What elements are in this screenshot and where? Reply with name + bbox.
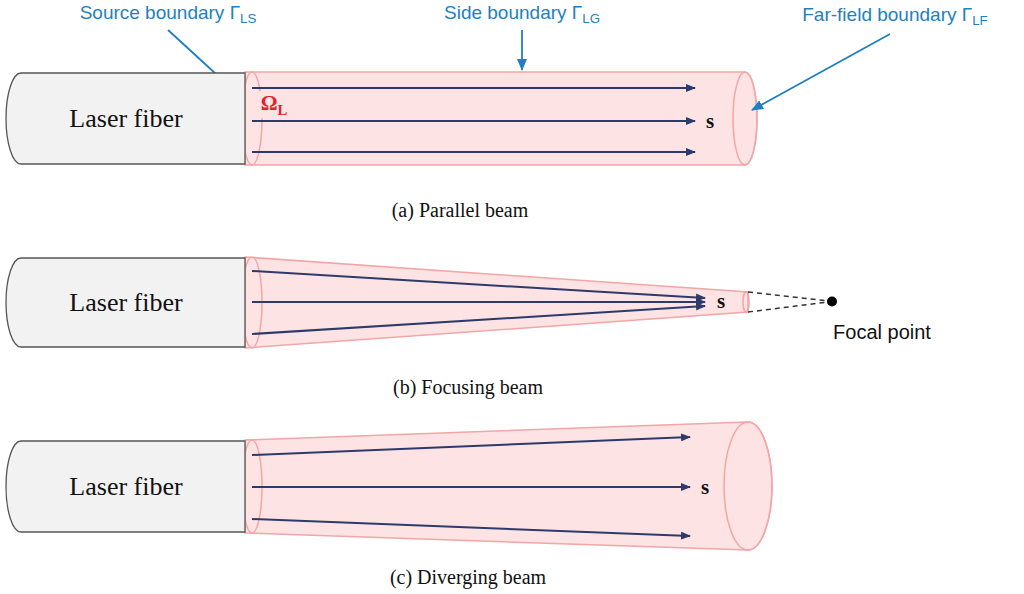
caption-label-text: (c) Diverging beam	[390, 566, 546, 588]
diverging-beam	[242, 422, 772, 550]
direction-symbol-text: s	[717, 289, 725, 313]
caption-label: (b) Focusing beam	[393, 376, 543, 399]
boundary-label: Source boundary ΓLS	[80, 2, 257, 26]
caption-label-text: (b) Focusing beam	[393, 376, 543, 398]
laser-fiber: Laser fiber	[5, 440, 247, 533]
fiber-label: Laser fiber	[69, 472, 182, 502]
direction-symbol: s	[706, 109, 714, 134]
caption-label-text: (a) Parallel beam	[392, 199, 529, 221]
parallel-beam	[242, 72, 757, 165]
subscript: L	[278, 102, 288, 118]
laser-fiber: Laser fiber	[5, 72, 247, 165]
boundary-label: Far-field boundary ΓLF	[802, 4, 987, 28]
subscript: LG	[582, 11, 600, 26]
boundary-label: Side boundary ΓLG	[444, 2, 600, 26]
boundary-label-text: Side boundary Γ	[444, 2, 582, 23]
boundary-label-text: Far-field boundary Γ	[802, 4, 972, 25]
direction-symbol-text: s	[701, 475, 709, 499]
domain-symbol-text: Ω	[261, 91, 278, 115]
domain-symbol: ΩL	[259, 91, 290, 118]
fiber-label: Laser fiber	[69, 104, 182, 134]
subscript: LS	[240, 11, 256, 26]
boundary-label-text: Source boundary Γ	[80, 2, 240, 23]
direction-symbol: s	[717, 289, 725, 314]
focal-point-label-text: Focal point	[833, 321, 931, 343]
caption-label: (c) Diverging beam	[390, 566, 546, 589]
subscript: LF	[972, 13, 988, 28]
focal-point-label: Focal point	[833, 321, 931, 344]
fiber-label: Laser fiber	[69, 288, 182, 318]
direction-symbol-text: s	[706, 109, 714, 133]
laser-fiber: Laser fiber	[5, 257, 247, 348]
caption-label: (a) Parallel beam	[392, 199, 529, 222]
focusing-beam	[242, 257, 837, 348]
direction-symbol: s	[701, 475, 709, 500]
